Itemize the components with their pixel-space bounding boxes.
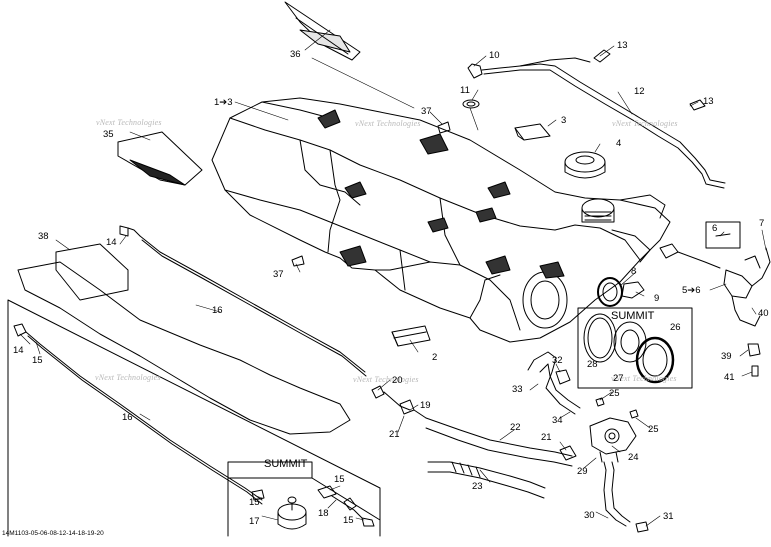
callout-29: 29 <box>577 466 588 477</box>
part-35-side-panel <box>117 131 203 186</box>
callout-10: 10 <box>489 50 500 61</box>
callout-4: 4 <box>616 138 622 149</box>
callout-24: 24 <box>628 452 639 463</box>
callout-15c: 15 <box>249 497 260 508</box>
summit-title-right: SUMMIT <box>611 310 655 322</box>
part-4-fuel-cap <box>564 151 606 179</box>
fuel-tank <box>211 97 671 343</box>
callout-28: 28 <box>587 359 598 370</box>
callout-23: 23 <box>472 481 483 492</box>
callout-26: 26 <box>670 322 681 333</box>
callout-2: 2 <box>432 352 438 363</box>
callout-1-3: 1➔3 <box>214 97 233 108</box>
leader-lines <box>19 29 767 527</box>
part-24-pump <box>589 397 649 533</box>
callout-34: 34 <box>552 415 563 426</box>
callout-25a: 25 <box>648 424 659 435</box>
watermark-text: vNext Technologies <box>355 119 421 128</box>
callout-38: 38 <box>38 231 49 242</box>
callout-25b: 25 <box>609 388 620 399</box>
callout-37b: 37 <box>273 269 284 280</box>
part-2-shield <box>391 325 431 347</box>
callout-33: 33 <box>512 384 523 395</box>
callout-37a: 37 <box>421 106 432 117</box>
summit-title-left: SUMMIT <box>264 458 308 470</box>
part-12-vent-hose <box>462 49 726 189</box>
callout-15b: 15 <box>334 474 345 485</box>
callout-15d: 15 <box>343 515 354 526</box>
callout-27: 27 <box>613 373 624 384</box>
callout-21b: 21 <box>541 432 552 443</box>
callout-16a: 16 <box>212 305 223 316</box>
part-23-hose <box>427 461 546 499</box>
part-37-clips <box>291 121 451 267</box>
watermark-text: vNext Technologies <box>611 374 677 383</box>
callout-19: 19 <box>420 400 431 411</box>
watermark-text: vNext Technologies <box>353 375 419 384</box>
part-38-mat <box>17 243 351 435</box>
callout-17: 17 <box>249 516 260 527</box>
callout-9: 9 <box>654 293 660 304</box>
callout-13a: 13 <box>617 40 628 51</box>
callout-40: 40 <box>758 308 769 319</box>
part-22-hose <box>371 385 577 467</box>
callout-12: 12 <box>634 86 645 97</box>
callout-36: 36 <box>290 49 301 60</box>
part-5-sender <box>659 221 771 377</box>
callout-32: 32 <box>552 355 563 366</box>
callout-31: 31 <box>663 511 674 522</box>
callout-6: 6 <box>712 223 718 234</box>
callout-41: 41 <box>724 372 735 383</box>
part-16-fuel-line <box>13 225 367 505</box>
callout-30: 30 <box>584 510 595 521</box>
callout-22: 22 <box>510 422 521 433</box>
part-36-seat-panel <box>284 1 361 61</box>
callout-5-6: 5➔6 <box>682 285 701 296</box>
watermark-text: vNext Technologies <box>96 118 162 127</box>
callout-20: 20 <box>392 375 403 386</box>
part-8-ring <box>597 277 645 307</box>
diagram-code: 14M1103-05-06-08-12-14-18-19-20 <box>2 530 104 537</box>
callout-13b: 13 <box>703 96 714 107</box>
callout-16b: 16 <box>122 412 133 423</box>
callout-15a: 15 <box>32 355 43 366</box>
callout-21a: 21 <box>389 429 400 440</box>
part-33-elbow-hose <box>527 351 581 415</box>
callout-39: 39 <box>721 351 732 362</box>
callout-7: 7 <box>759 218 765 229</box>
callout-8: 8 <box>631 266 637 277</box>
summit-box-right <box>577 307 693 389</box>
callout-35: 35 <box>103 129 114 140</box>
part-17-filter <box>251 485 375 530</box>
watermark-text: vNext Technologies <box>95 373 161 382</box>
watermark-text: vNext Technologies <box>612 119 678 128</box>
callout-14b: 14 <box>13 345 24 356</box>
part-3-cover <box>514 123 551 141</box>
callout-18: 18 <box>318 508 329 519</box>
callout-3: 3 <box>561 115 567 126</box>
summit-box-left <box>7 299 381 537</box>
callout-14a: 14 <box>106 237 117 248</box>
callout-11: 11 <box>460 85 470 96</box>
